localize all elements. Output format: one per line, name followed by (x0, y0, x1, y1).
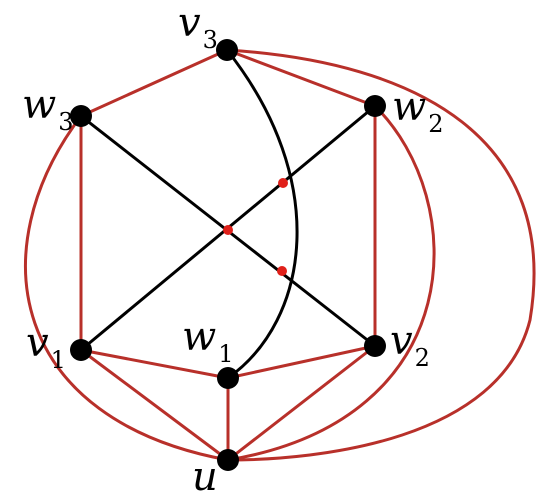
label-v2: v2 (390, 318, 430, 372)
vertex-w1 (217, 367, 239, 389)
vertex-v1 (70, 339, 92, 361)
vertex-v2 (364, 335, 386, 357)
label-u: u (192, 454, 218, 496)
red-edges (24, 48, 536, 462)
edge-v3-u-curve (226, 48, 536, 462)
vertex-u (217, 449, 239, 471)
label-w3-letter: w (22, 82, 56, 128)
label-w2: w2 (392, 84, 444, 138)
label-w1-sub: 1 (218, 340, 233, 368)
label-v2-letter: v (390, 318, 413, 364)
edge-v3-w3 (80, 48, 228, 118)
edge-v1-u (80, 348, 229, 462)
label-w2-sub: 2 (428, 110, 443, 138)
label-v3: v3 (178, 0, 218, 54)
label-w1: w1 (182, 314, 234, 368)
vertices (70, 39, 386, 471)
label-v1: v1 (26, 320, 66, 374)
edge-v3-w1-curve (225, 49, 299, 380)
crossing-dot (277, 266, 287, 276)
label-v1-letter: v (26, 320, 49, 366)
vertex-v3 (216, 39, 238, 61)
edge-w3-u-curve (24, 115, 229, 462)
edge-v3-w2 (226, 48, 376, 108)
edge-v1-w1 (80, 348, 229, 380)
edge-w2-u-curve (227, 104, 436, 462)
vertex-w3 (70, 105, 92, 127)
vertex-labels: v3 w3 w2 v1 w1 v2 u (22, 0, 444, 496)
crossing-dot (278, 178, 288, 188)
label-w2-letter: w (392, 84, 426, 130)
label-w3: w3 (22, 82, 74, 136)
edge-v2-u (227, 344, 376, 462)
black-edges (80, 49, 376, 380)
edge-w1-v2 (227, 344, 376, 380)
label-v3-sub: 3 (203, 26, 218, 54)
label-w1-letter: w (182, 314, 216, 360)
vertex-w2 (364, 95, 386, 117)
label-v3-letter: v (178, 0, 201, 46)
label-u-letter: u (192, 454, 218, 496)
label-w3-sub: 3 (58, 108, 73, 136)
crossing-points (223, 178, 288, 276)
label-v2-sub: 2 (415, 344, 430, 372)
label-v1-sub: 1 (51, 346, 66, 374)
crossing-dot (223, 225, 233, 235)
